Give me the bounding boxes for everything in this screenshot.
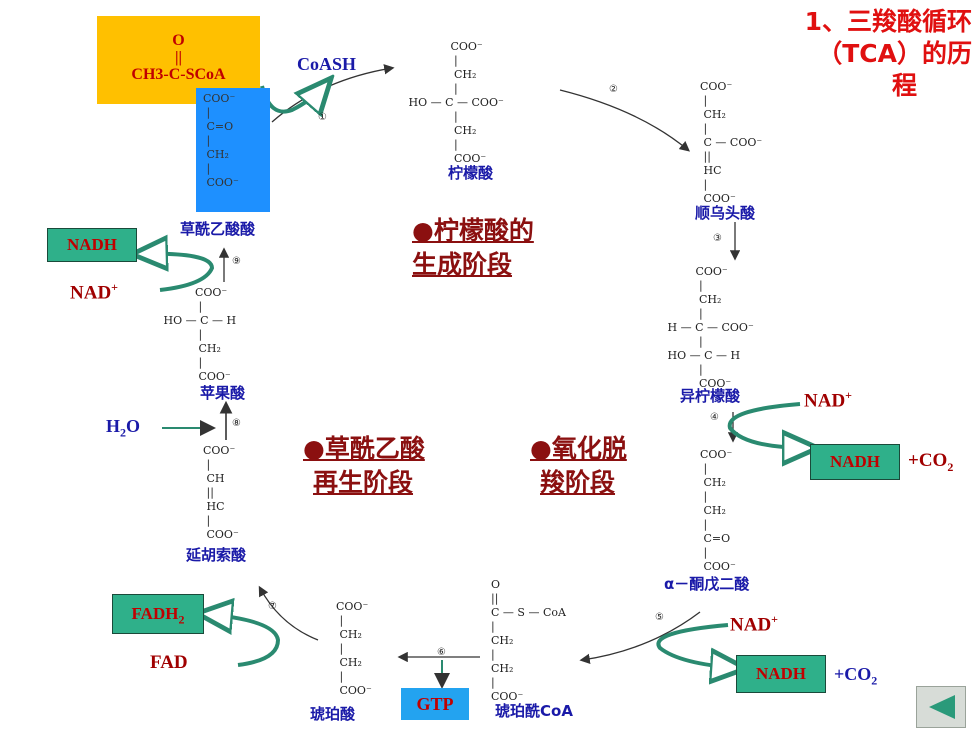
fadh2-arrow <box>205 614 281 667</box>
acetyl-coa-box: O || CH3-C-SCoA <box>97 16 260 104</box>
succinyl-coa-structure: O || C — S — CoA | CH₂ | CH₂ | COO⁻ <box>491 578 566 703</box>
malate-label: 苹果酸 <box>200 384 246 402</box>
stage-oxidative-line-2: 羧阶段 <box>540 468 616 497</box>
title-line-3: 程 <box>891 71 917 100</box>
stage-oaa-regen: ●草酰乙酸 再生阶段 <box>303 432 425 500</box>
nad-plus-step-9: NAD+ <box>70 280 119 304</box>
step-9-label: ⑨ <box>232 256 241 267</box>
succinyl-coa-label: 琥珀酰CoA <box>495 702 573 720</box>
ketoglutarate-structure: COO⁻ | CH₂ | CH₂ | C=O | COO⁻ <box>700 448 736 573</box>
ketoglutarate-label: α－酮戊二酸 <box>664 575 750 593</box>
step-5-label: ⑤ <box>655 612 664 623</box>
succinate-label: 琥珀酸 <box>310 705 356 723</box>
nadh-arrow-4 <box>727 402 810 448</box>
slide-title: 1、三羧酸循环 （TCA）的历 程 <box>742 6 972 102</box>
step-7-label: ⑦ <box>268 601 277 612</box>
back-button[interactable] <box>916 686 966 728</box>
co2-step-4: +CO2 <box>908 450 954 474</box>
step-3-label: ③ <box>713 233 722 244</box>
acetyl-double-bond: || <box>174 49 183 66</box>
stage-oxidative-line-1: ●氧化脱 <box>530 434 627 463</box>
malate-structure: COO⁻ | HO — C — H | CH₂ | COO⁻ <box>163 286 237 383</box>
nad-plus-step-5: NAD+ <box>730 612 779 636</box>
oxaloacetate-structure: COO⁻ | C=O | CH₂ | COO⁻ <box>203 92 239 189</box>
citrate-structure: COO⁻ | CH₂ | HO — C — COO⁻ | CH₂ | COO⁻ <box>408 40 504 165</box>
step-6-label: ⑥ <box>437 647 446 658</box>
coash-label: CoASH <box>297 54 357 74</box>
arrow-step-7 <box>258 585 319 641</box>
succinate-structure: COO⁻ | CH₂ | CH₂ | COO⁻ <box>336 600 372 697</box>
arrow-step-2 <box>559 89 690 152</box>
isocitrate-structure: COO⁻ | CH₂ | H — C — COO⁻ | HO — C — H |… <box>667 265 754 390</box>
nadh-box-step-4: NADH <box>810 444 900 480</box>
arrow-step-5 <box>579 611 701 665</box>
fad-label: FAD <box>150 652 188 673</box>
oxaloacetate-label: 草酰乙酸酸 <box>180 220 256 238</box>
h2o-label: H2O <box>106 416 141 440</box>
step-1-label: ① <box>318 112 327 123</box>
stage-citrate-formation: ●柠檬酸的 生成阶段 <box>412 214 534 282</box>
fumarate-label: 延胡索酸 <box>186 546 247 564</box>
stage-oaa-line-2: 再生阶段 <box>313 468 414 497</box>
acetyl-o: O <box>172 32 185 49</box>
citrate-label: 柠檬酸 <box>448 164 494 182</box>
cis-aconitate-label: 顺乌头酸 <box>695 204 756 222</box>
co2-step-5: +CO2 <box>834 664 878 688</box>
arrow-step-1 <box>271 64 395 123</box>
step-8-label: ⑧ <box>232 418 241 429</box>
fadh2-box: FADH2 <box>112 594 204 634</box>
nadh-arrow-5 <box>656 623 738 668</box>
nadh-box-step-5: NADH <box>736 655 826 693</box>
cis-aconitate-structure: COO⁻ | CH₂ | C — COO⁻ || HC | COO⁻ <box>700 80 763 205</box>
stage-citrate-line-2: 生成阶段 <box>412 250 513 279</box>
stage-oxidative-decarb: ●氧化脱 羧阶段 <box>530 432 627 500</box>
isocitrate-label: 异柠檬酸 <box>680 387 741 405</box>
oxaloacetate-box <box>196 88 270 212</box>
stage-citrate-line-1: ●柠檬酸的 <box>412 216 534 245</box>
step-2-label: ② <box>609 84 618 95</box>
acetyl-formula: CH3-C-SCoA <box>131 66 226 83</box>
title-line-1: 1、三羧酸循环 <box>804 7 972 36</box>
nad-plus-step-4: NAD+ <box>804 388 853 412</box>
step-4-label: ④ <box>710 412 719 423</box>
nadh-arrow-9 <box>140 254 215 292</box>
title-line-2: （TCA）的历 <box>817 39 972 68</box>
stage-oaa-line-1: ●草酰乙酸 <box>303 434 425 463</box>
coash-arrow <box>260 84 326 112</box>
fumarate-structure: COO⁻ | CH || HC | COO⁻ <box>203 444 239 541</box>
gtp-box: GTP <box>401 688 469 720</box>
left-triangle-icon <box>929 695 955 719</box>
nadh-box-step-9: NADH <box>47 228 137 262</box>
